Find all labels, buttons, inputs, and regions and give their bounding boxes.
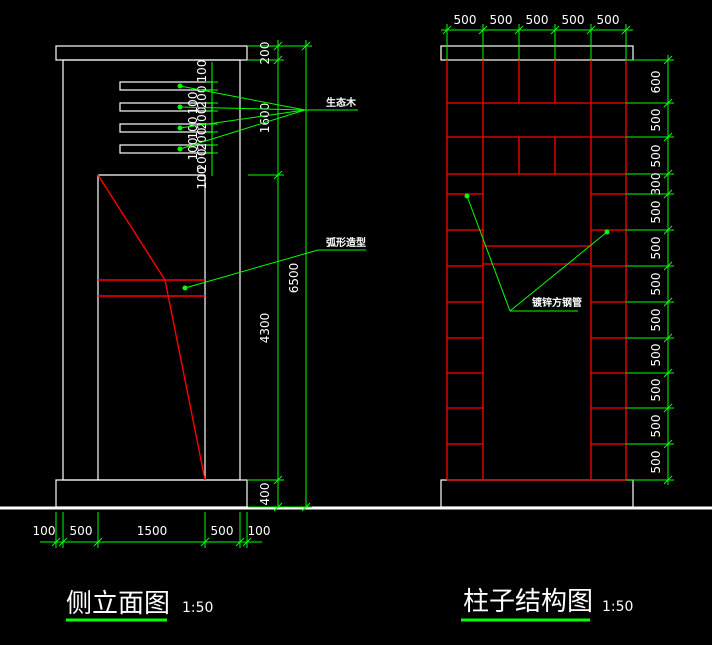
scale-side-elevation: 1:50 [182, 600, 213, 616]
dim-right: 500 [649, 379, 663, 402]
dim-right: 500 [649, 415, 663, 438]
arc-shape-line [97, 174, 206, 481]
dim-slat: 200 [195, 149, 209, 172]
cap-plate [55, 45, 248, 61]
dim-right: 300 [649, 173, 663, 196]
dim-slat: 100 [195, 60, 209, 83]
steel-frame [446, 60, 627, 481]
dim-total-6500: 6500 [287, 263, 301, 294]
dim-right: 500 [649, 201, 663, 224]
eco-wood-leaders [177, 83, 366, 291]
dim-slat: 100 [186, 138, 200, 161]
dim-right: 600 [649, 71, 663, 94]
dim-top: 500 [490, 13, 513, 27]
base-plinth [55, 479, 248, 508]
dim-bottom-100-left: 100 [33, 524, 56, 538]
arc-shape-structure [97, 174, 206, 481]
side-elevation [55, 45, 248, 508]
label-arc-shape: 弧形造型 [326, 236, 366, 249]
label-steel-tube: 镀锌方钢管 [532, 296, 582, 309]
dim-right: 500 [649, 273, 663, 296]
dim-bottom-500-right: 500 [211, 524, 234, 538]
dim-panel-4300: 4300 [258, 313, 272, 344]
dim-right: 500 [649, 344, 663, 367]
dim-top: 500 [454, 13, 477, 27]
dim-top: 500 [562, 13, 585, 27]
struct-base-plinth [440, 479, 634, 508]
struct-right-dimensions [626, 55, 674, 485]
dim-base-400: 400 [258, 483, 272, 506]
dim-slat: 100 [186, 117, 200, 140]
dim-right: 500 [649, 237, 663, 260]
dim-right: 500 [649, 451, 663, 474]
scale-column-structure: 1:50 [602, 599, 633, 615]
dim-bottom-100-right: 100 [248, 524, 271, 538]
steel-tube-leaders [464, 193, 610, 312]
struct-top-dimensions [441, 24, 633, 60]
dim-slat: 100 [195, 167, 209, 190]
dim-top: 500 [526, 13, 549, 27]
dim-cap-200: 200 [258, 42, 272, 65]
dim-bottom-1500: 1500 [137, 524, 168, 538]
column-structure-outline [440, 45, 634, 508]
title-column-structure: 柱子结构图 [463, 587, 593, 617]
side-bottom-dimensions [40, 512, 262, 548]
title-side-elevation: 侧立面图 [66, 589, 170, 619]
dim-slat: 100 [186, 92, 200, 115]
dim-slat: 200 [195, 107, 209, 130]
dim-slat: 200 [195, 128, 209, 151]
dim-right: 500 [649, 309, 663, 332]
dim-right: 500 [649, 145, 663, 168]
dim-slats-1600: 1600 [258, 103, 272, 134]
struct-cap-plate [440, 45, 634, 61]
label-eco-wood: 生态木 [326, 96, 357, 109]
dim-bottom-500-left: 500 [70, 524, 93, 538]
dim-right: 500 [649, 109, 663, 132]
dim-top: 500 [597, 13, 620, 27]
